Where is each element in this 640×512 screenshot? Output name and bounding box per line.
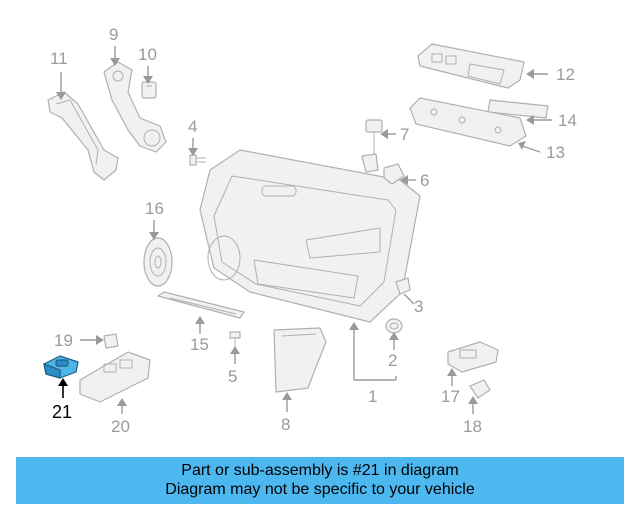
callout-21[interactable]: 21 <box>52 402 72 422</box>
part-17-lamp-housing <box>447 341 499 373</box>
part-2-grommet <box>385 318 403 334</box>
part-8-door-pocket <box>273 327 327 393</box>
leader-14: 14 <box>526 111 577 130</box>
callout-9: 9 <box>109 25 118 44</box>
leader-6: 6 <box>400 171 429 190</box>
part-4-screw <box>189 154 206 166</box>
callout-6: 6 <box>420 171 429 190</box>
leader-21: 21 <box>52 378 72 422</box>
leader-11: 11 <box>50 49 68 100</box>
callout-14: 14 <box>558 111 577 130</box>
callout-5: 5 <box>228 367 237 386</box>
part-6-cap <box>383 163 405 185</box>
callout-4: 4 <box>188 117 197 136</box>
leader-8: 8 <box>281 392 292 434</box>
callout-10: 10 <box>138 45 157 64</box>
callout-1: 1 <box>368 387 377 406</box>
part-15-trim-strip <box>157 291 245 319</box>
callout-3: 3 <box>414 297 423 316</box>
leader-1: 1 <box>349 322 397 406</box>
part-10-clip <box>141 81 157 99</box>
leader-7: 7 <box>380 125 409 144</box>
leader-5: 5 <box>228 346 240 386</box>
part-19-small-clip <box>103 333 119 349</box>
callout-15: 15 <box>190 335 209 354</box>
banner-line-disclaimer: Diagram may not be specific to your vehi… <box>165 481 475 498</box>
part-20-switch-housing <box>79 351 151 403</box>
part-13-armrest-frame <box>409 97 527 147</box>
callout-11: 11 <box>50 49 68 68</box>
banner-line-part-info: Part or sub-assembly is #21 in diagram <box>181 462 459 479</box>
callout-18: 18 <box>463 417 482 436</box>
leader-3: 3 <box>403 293 423 316</box>
parts-diagram: 11 9 10 4 16 <box>43 25 577 436</box>
callout-16: 16 <box>145 199 164 218</box>
part-1-door-trim-panel <box>199 149 421 323</box>
leader-17: 17 <box>441 368 460 406</box>
leader-15: 15 <box>190 316 209 354</box>
part-3-clip <box>395 277 411 295</box>
callout-13: 13 <box>546 143 565 162</box>
callout-8: 8 <box>281 415 290 434</box>
leader-20: 20 <box>111 398 130 436</box>
part-18-bulb <box>469 379 491 399</box>
part-11-door-pull-handle <box>47 91 119 181</box>
part-7-retainer <box>361 119 383 173</box>
leader-4: 4 <box>188 117 198 156</box>
leader-10: 10 <box>138 45 157 84</box>
part-14-trim-piece <box>487 99 549 119</box>
callout-2: 2 <box>388 351 397 370</box>
leader-9: 9 <box>109 25 120 66</box>
leader-16: 16 <box>145 199 164 240</box>
leader-18: 18 <box>463 396 482 436</box>
part-21-power-window-switch[interactable] <box>43 355 79 379</box>
leader-19: 19 <box>54 331 104 350</box>
part-12-switch-bezel <box>417 43 525 89</box>
leader-13: 13 <box>518 141 565 162</box>
leader-12: 12 <box>526 65 575 84</box>
info-banner: Part or sub-assembly is #21 in diagram D… <box>16 457 624 504</box>
callout-19: 19 <box>54 331 73 350</box>
callout-20: 20 <box>111 417 130 436</box>
leader-2: 2 <box>388 332 399 370</box>
part-5-screw <box>229 331 241 348</box>
part-16-speaker <box>143 237 173 287</box>
callout-7: 7 <box>400 125 409 144</box>
part-9-handle-bracket <box>103 61 167 153</box>
callout-12: 12 <box>556 65 575 84</box>
callout-17: 17 <box>441 387 460 406</box>
